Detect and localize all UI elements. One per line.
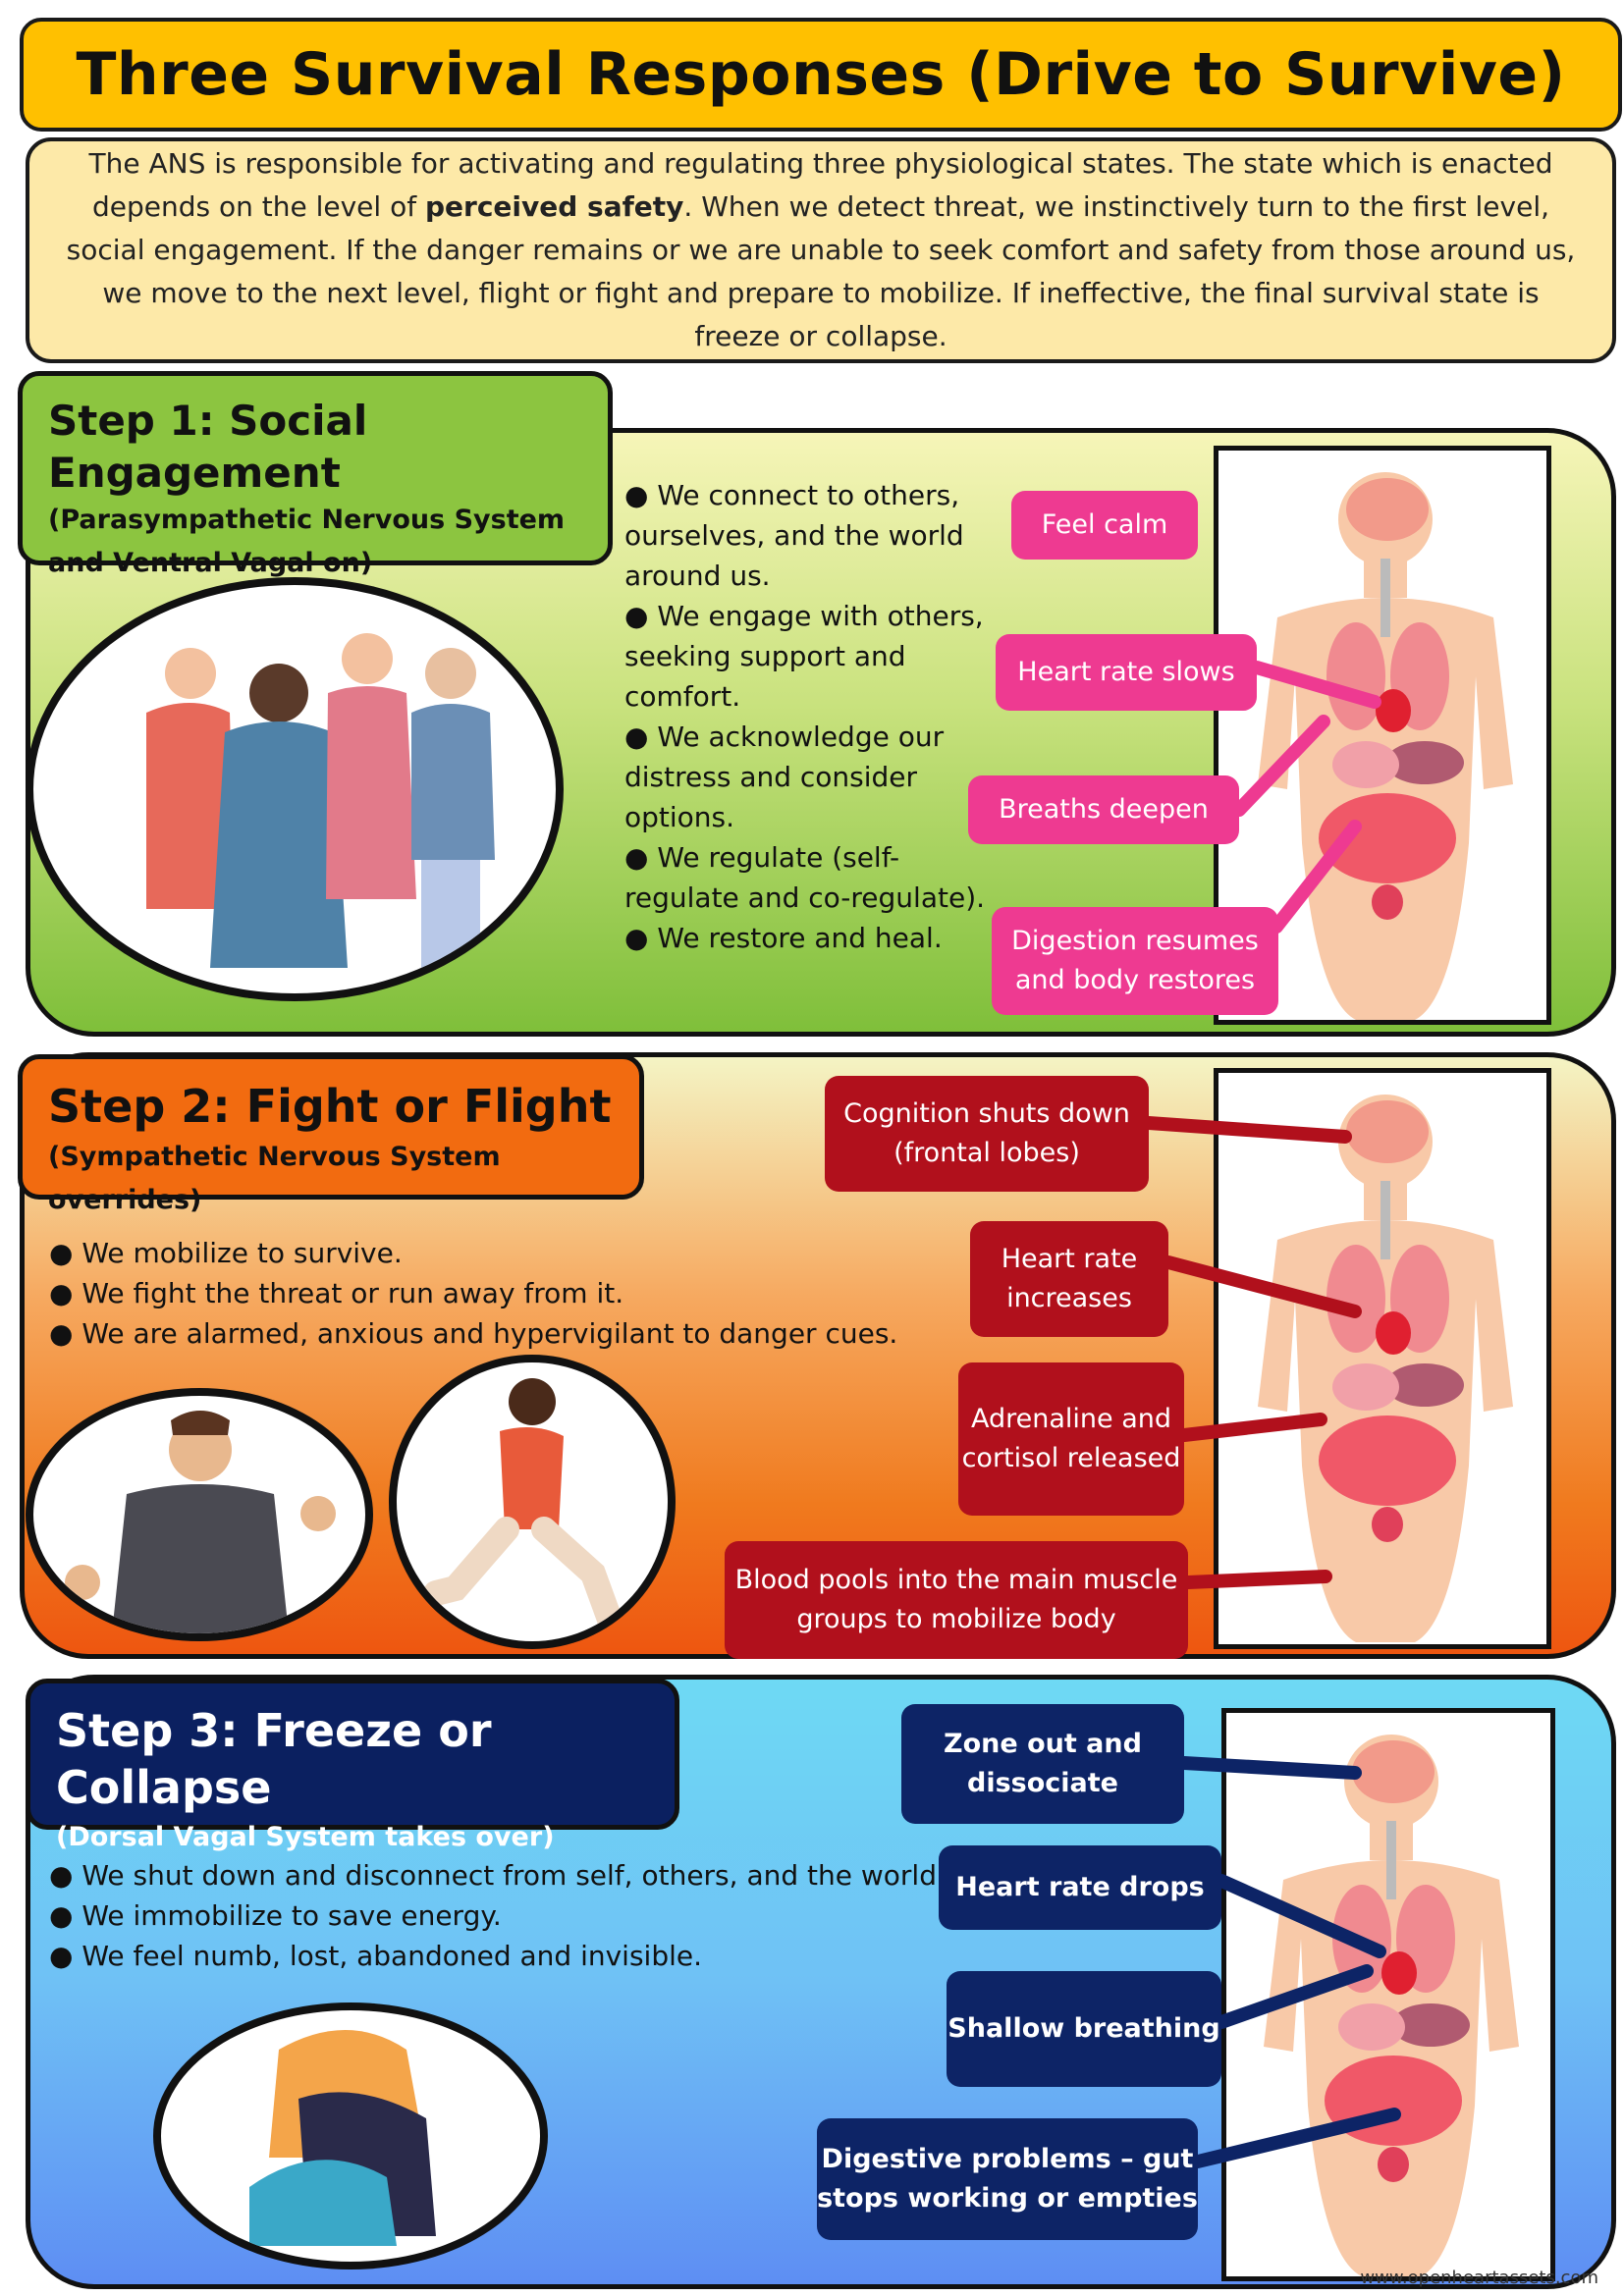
label-heart-rate-increases: Heart rate increases — [970, 1221, 1168, 1337]
step3-subtitle: (Dorsal Vagal System takes over) — [56, 1822, 555, 1852]
list-item: ● We are alarmed, anxious and hypervigil… — [49, 1317, 898, 1350]
list-item: ● We feel numb, lost, abandoned and invi… — [49, 1940, 702, 1972]
intro-box: The ANS is responsible for activating an… — [26, 137, 1616, 363]
connector-line — [1177, 1756, 1362, 1780]
fighting-man-icon — [65, 1411, 336, 1633]
intro-bold: perceived safety — [424, 190, 684, 223]
huddled-woman-icon — [249, 2030, 436, 2246]
step3-bullet-list: ● We shut down and disconnect from self,… — [49, 1855, 952, 1976]
list-item: ● We acknowledge our distress and consid… — [624, 721, 945, 833]
fight-illustration — [26, 1388, 373, 1641]
liver-icon — [1385, 1363, 1464, 1407]
label-heart-rate-slows: Heart rate slows — [996, 634, 1257, 711]
label-adrenaline-cortisol: Adrenaline and cortisol released — [958, 1362, 1184, 1516]
step1-header: Step 1: Social Engagement (Parasympathet… — [18, 371, 613, 578]
liver-icon — [1391, 2003, 1470, 2047]
intestines-icon — [1319, 793, 1456, 883]
connector-line — [1191, 2108, 1401, 2168]
label-digestion-resumes: Digestion resumes and body restores — [992, 907, 1278, 1015]
connector-line — [1270, 820, 1362, 934]
people-icon — [146, 633, 495, 968]
label-zone-out: Zone out and dissociate — [901, 1704, 1184, 1824]
liver-icon — [1385, 741, 1464, 784]
list-item: ● We shut down and disconnect from self,… — [49, 1859, 946, 1892]
step3-body-figure — [1221, 1708, 1555, 2281]
connector-line — [1232, 715, 1330, 817]
connector-line — [1215, 1874, 1386, 1958]
flight-illustration — [389, 1355, 676, 1649]
step2-title: Step 2: Fight or Flight — [48, 1080, 612, 1133]
list-item: ● We fight the threat or run away from i… — [49, 1277, 624, 1309]
label-cognition-shuts-down: Cognition shuts down (frontal lobes) — [825, 1076, 1149, 1192]
connector-line — [1177, 1413, 1327, 1442]
footer-url: www.openheartassets.com — [1360, 2268, 1598, 2288]
intestines-icon — [1319, 1415, 1456, 1506]
connector-line — [1215, 1964, 1374, 2029]
page-title: Three Survival Responses (Drive to Survi… — [76, 40, 1566, 109]
label-shallow-breathing: Shallow breathing — [947, 1971, 1221, 2087]
step2-header: Step 2: Fight or Flight (Sympathetic Ner… — [18, 1054, 644, 1215]
list-item: ● We engage with others, seeking support… — [624, 600, 984, 713]
step1-subtitle: (Parasympathetic Nervous System and Vent… — [48, 505, 566, 578]
step2-bullet-list: ● We mobilize to survive. ● We fight the… — [49, 1233, 913, 1354]
list-item: ● We mobilize to survive. — [49, 1237, 403, 1269]
list-item: ● We immobilize to save energy. — [49, 1899, 502, 1932]
brain-icon — [1346, 478, 1429, 541]
list-item: ● We restore and heal. — [624, 922, 943, 954]
list-item: ● We regulate (self-regulate and co-regu… — [624, 841, 986, 914]
step1-bullet-list: ● We connect to others, ourselves, and t… — [624, 475, 988, 958]
brain-icon — [1352, 1740, 1435, 1803]
step3-header: Step 3: Freeze or Collapse (Dorsal Vagal… — [26, 1679, 679, 1852]
heart-icon — [1376, 1311, 1411, 1355]
label-digestive-problems: Digestive problems – gut stops working o… — [817, 2118, 1198, 2240]
list-item: ● We connect to others, ourselves, and t… — [624, 479, 964, 592]
step1-people-illustration — [26, 577, 564, 1001]
title-banner: Three Survival Responses (Drive to Survi… — [20, 18, 1622, 132]
step2-subtitle: (Sympathetic Nervous System overrides) — [48, 1141, 501, 1215]
connector-line — [1142, 1116, 1352, 1144]
connector-line — [1162, 1255, 1362, 1318]
heart-icon — [1381, 1951, 1417, 1995]
heart-icon — [1376, 689, 1411, 732]
freeze-illustration — [153, 2002, 548, 2269]
label-breaths-deepen: Breaths deepen — [968, 775, 1239, 844]
running-man-icon — [423, 1378, 625, 1640]
brain-icon — [1346, 1100, 1429, 1163]
label-heart-rate-drops: Heart rate drops — [939, 1845, 1221, 1930]
connector-line — [1181, 1570, 1332, 1589]
label-blood-pools: Blood pools into the main muscle groups … — [725, 1541, 1188, 1659]
step2-body-figure — [1214, 1068, 1551, 1649]
step1-title: Step 1: Social Engagement — [48, 397, 368, 497]
label-feel-calm: Feel calm — [1011, 491, 1198, 560]
intro-text: The ANS is responsible for activating an… — [66, 147, 1576, 352]
step3-title: Step 3: Freeze or Collapse — [56, 1704, 492, 1814]
connector-line — [1250, 661, 1381, 709]
